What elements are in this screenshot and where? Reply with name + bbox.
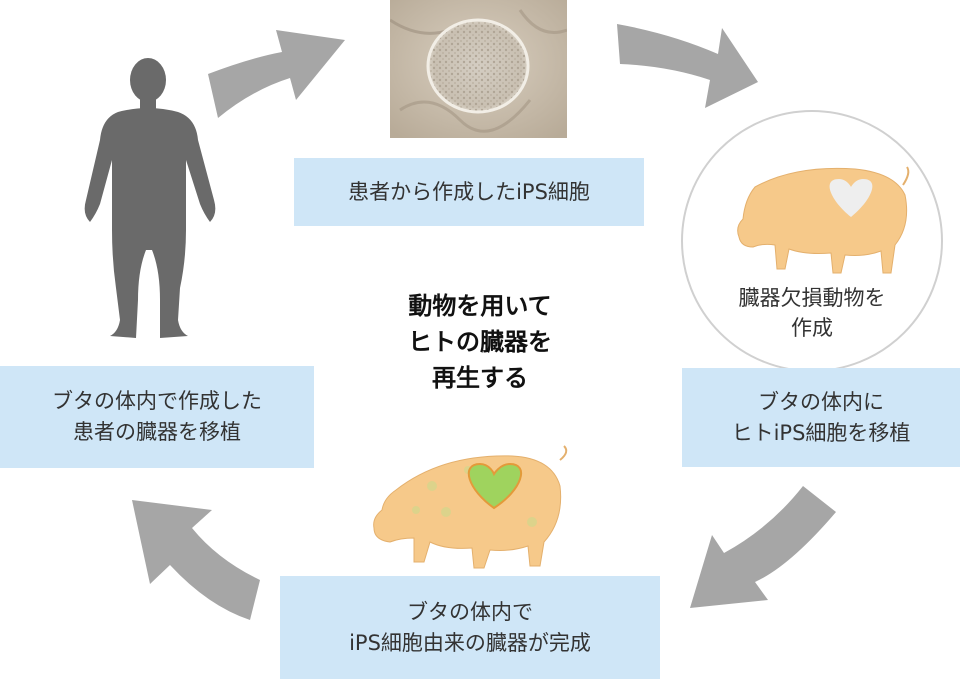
step-patient-transplant-line1: ブタの体内で作成した xyxy=(52,386,262,417)
step-transplant-ips-line1: ブタの体内に xyxy=(732,387,911,418)
step-ips-cells-label: 患者から作成したiPS細胞 xyxy=(348,177,590,208)
pig-creation-label: 臓器欠損動物を 作成 xyxy=(700,283,924,343)
step-organ-complete-line1: ブタの体内で xyxy=(349,597,591,628)
step-patient-transplant-box: ブタの体内で作成した 患者の臓器を移植 xyxy=(0,366,314,468)
step-ips-cells-box: 患者から作成したiPS細胞 xyxy=(294,158,644,226)
step-transplant-ips-line2: ヒトiPS細胞を移植 xyxy=(732,418,911,449)
center-title-line1: 動物を用いて xyxy=(380,288,580,324)
arrow-to-ips-cells-icon xyxy=(208,30,345,118)
arrow-to-patient-transplant-icon xyxy=(132,500,260,620)
step-organ-complete-box: ブタの体内で iPS細胞由来の臓器が完成 xyxy=(280,576,660,679)
step-patient-transplant-line2: 患者の臓器を移植 xyxy=(52,417,262,448)
center-title-line3: 再生する xyxy=(380,360,580,396)
arrow-to-organ-complete-icon xyxy=(690,486,836,608)
center-title: 動物を用いて ヒトの臓器を 再生する xyxy=(380,288,580,396)
center-title-line2: ヒトの臓器を xyxy=(380,324,580,360)
step-transplant-ips-box: ブタの体内に ヒトiPS細胞を移植 xyxy=(682,368,960,467)
step-organ-complete-line2: iPS細胞由来の臓器が完成 xyxy=(349,628,591,659)
pig-with-organ-icon xyxy=(374,446,567,568)
human-silhouette-icon xyxy=(85,58,216,338)
arrow-to-pig-creation-icon xyxy=(617,24,758,108)
